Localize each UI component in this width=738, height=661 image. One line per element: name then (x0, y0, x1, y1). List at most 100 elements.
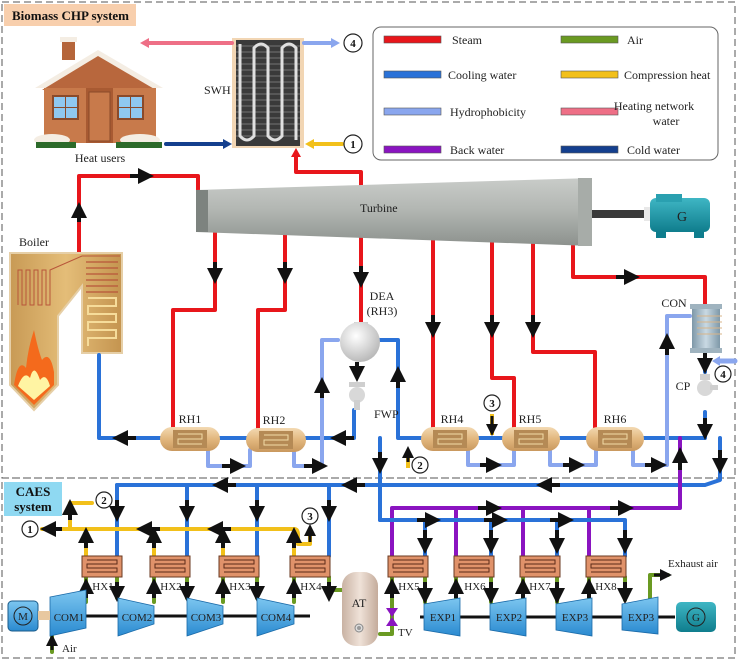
hx1-label: HX1 (92, 581, 113, 593)
exp3-label: EXP3 (562, 612, 589, 624)
hx8-label: HX8 (595, 581, 617, 593)
legend-label-compression-heat: Compression heat (624, 68, 711, 82)
legend-swatch-air (560, 35, 619, 44)
dea-label: DEA (370, 289, 395, 303)
caes-cooling-water (109, 477, 633, 558)
legend-swatch-cold-water (560, 145, 619, 154)
rh6-label: RH6 (604, 412, 627, 426)
caes-section-border (1, 477, 736, 659)
hx5-box (387, 555, 429, 578)
heat-users-label: Heat users (75, 151, 126, 165)
fwp-label: FWP (374, 407, 399, 421)
rh2-label: RH2 (263, 413, 286, 427)
cp-label: CP (676, 379, 691, 393)
hx6-label: HX6 (464, 581, 486, 593)
hx7-coil (524, 559, 556, 573)
connector-2-chp (411, 456, 429, 474)
arrow-head (223, 139, 232, 149)
arrow-head (331, 38, 340, 48)
caes-title-bg (4, 482, 62, 516)
throttle-valve (386, 608, 398, 626)
regenerator-rh1 (160, 427, 220, 451)
deaerator-dea (340, 322, 380, 362)
air-in-label: Air (62, 643, 77, 655)
expanders (423, 596, 659, 637)
regenerator-rh4 (421, 427, 479, 451)
swh-heat-exchanger (232, 38, 304, 148)
com1-label: COM1 (54, 612, 85, 624)
generator-bottom (676, 602, 716, 632)
connector-4-con (714, 365, 732, 383)
regenerator-rh6 (586, 427, 644, 451)
com4-label: COM4 (261, 612, 292, 624)
hx4-coil (294, 559, 326, 573)
hx1-box (81, 555, 123, 578)
regenerator-rh5 (502, 427, 560, 451)
motor (7, 600, 50, 632)
condensate-pump (697, 374, 718, 396)
chp-section-title: Biomass CHP system (12, 8, 129, 23)
rh1-label: RH1 (179, 412, 202, 426)
rh4-label: RH4 (441, 412, 464, 426)
hx3-coil (223, 559, 255, 573)
hx7-label: HX7 (529, 581, 551, 593)
legend-swatch-heating-network-water (560, 107, 619, 116)
hx8-coil (590, 559, 622, 573)
chp-title-bg (4, 4, 136, 26)
hx4-label: HX4 (300, 581, 322, 593)
hx7-box (519, 555, 561, 578)
hx5-label: HX5 (398, 581, 420, 593)
hx3-box (218, 555, 260, 578)
legend-label-hydrophobicity: Hydrophobicity (450, 105, 526, 119)
heat-users-house (34, 37, 163, 148)
legend-swatch-cooling-water (383, 70, 442, 79)
connector-4-label: 4 (350, 38, 356, 50)
steam-flow-arrows (71, 168, 640, 338)
condenser (690, 304, 722, 353)
rh5-label: RH5 (519, 412, 542, 426)
legend-label-air: Air (627, 33, 643, 47)
generator-top (644, 194, 710, 238)
connector-2-chp-label: 2 (417, 460, 423, 472)
feed-water-pump (349, 382, 365, 410)
com3-label: COM3 (191, 612, 222, 624)
hx6-coil (458, 559, 490, 573)
arrow-head (305, 139, 314, 149)
connector-2-caes-label: 2 (101, 495, 107, 507)
air-storage-tank (342, 572, 378, 646)
legend-label-heating-network-water-2: water (653, 114, 680, 128)
legend-swatch-hydrophobicity (383, 107, 442, 116)
dea-label-2: (RH3) (367, 304, 398, 318)
back-water-pipes (390, 436, 688, 558)
motor-label: M (18, 611, 28, 623)
hx8-box (585, 555, 627, 578)
water-flow-arrows (112, 333, 728, 474)
connector-3-chp-label: 3 (489, 398, 495, 410)
connector-1-caes-label: 1 (27, 524, 33, 536)
legend-label-heating-network-water-1: Heating network (614, 99, 694, 113)
hx5-coil (392, 559, 424, 573)
exp1-label: EXP1 (430, 612, 456, 624)
connector-3-caes (301, 507, 319, 525)
hx3-label: HX3 (229, 581, 251, 593)
connector-1-label: 1 (350, 139, 356, 151)
hx1-coil (86, 559, 118, 573)
exhaust-air-label: Exhaust air (668, 558, 718, 570)
swh-label: SWH (204, 83, 231, 97)
hx6-box (453, 555, 495, 578)
caes-section-title-2: system (14, 499, 52, 514)
connector-4-con-label: 4 (720, 369, 726, 381)
legend-label-back-water: Back water (450, 143, 504, 157)
connector-2-caes (95, 491, 113, 509)
com2-label: COM2 (122, 612, 153, 624)
turbine (196, 178, 644, 246)
air-pipes (46, 569, 672, 654)
turbine-label: Turbine (360, 201, 398, 215)
exp3-second-label: EXP3 (628, 612, 655, 624)
generator-top-label: G (677, 210, 687, 225)
connector-4-top (343, 33, 363, 53)
arrow-head (140, 38, 149, 48)
connector-3-chp (483, 394, 501, 412)
connector-3-caes-label: 3 (307, 511, 313, 523)
